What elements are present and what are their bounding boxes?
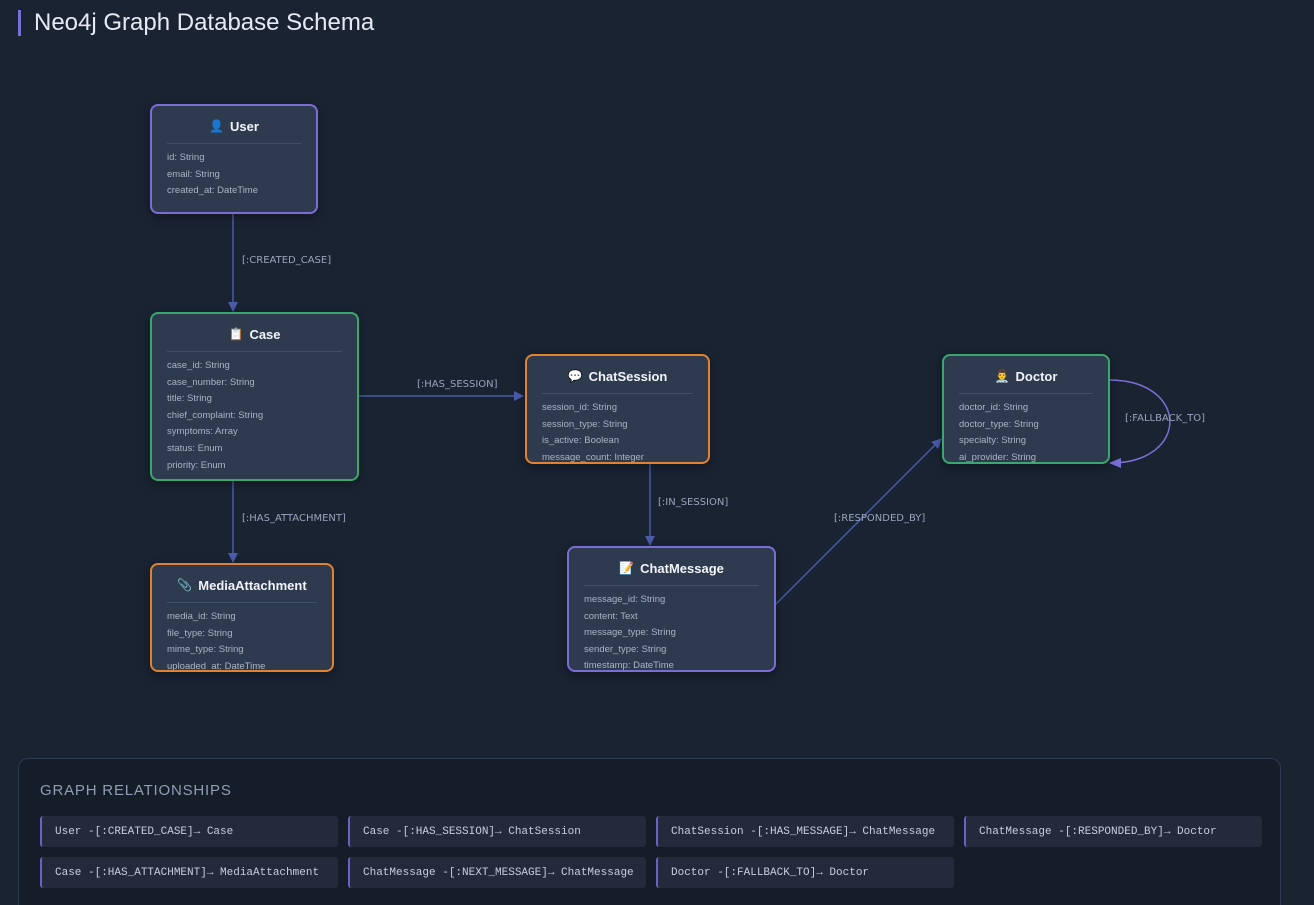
- node-media-props: media_id: String file_type: String mime_…: [167, 609, 317, 672]
- relationship-item: Case -[:HAS_SESSION]→ ChatSession: [348, 816, 646, 847]
- property: timestamp: DateTime: [584, 660, 674, 672]
- property: is_active: Boolean: [542, 435, 620, 447]
- edge-label-has-session: [:HAS_SESSION]: [417, 379, 498, 390]
- relationship-item: Case -[:HAS_ATTACHMENT]→ MediaAttachment: [40, 857, 338, 888]
- node-case-props: case_id: String case_number: String titl…: [167, 358, 342, 474]
- relationships-panel: GRAPH RELATIONSHIPS User -[:CREATED_CASE…: [18, 758, 1281, 905]
- edge-responded-by: [775, 438, 942, 605]
- edge-label-created-case: [:CREATED_CASE]: [242, 255, 331, 266]
- page-title: Neo4j Graph Database Schema: [34, 9, 375, 36]
- property: chief_complaint: String: [167, 409, 264, 421]
- node-chat-message[interactable]: 📝 ChatMessage message_id: String content…: [567, 546, 776, 672]
- node-doctor-props: doctor_id: String doctor_type: String sp…: [959, 400, 1093, 463]
- edges-layer: [:CREATED_CASE] [:HAS_SESSION] [:HAS_ATT…: [228, 214, 1205, 605]
- node-chat-session[interactable]: 💬 ChatSession session_id: String session…: [525, 354, 710, 464]
- node-session-label: ChatSession: [588, 368, 668, 384]
- relationships-grid: User -[:CREATED_CASE]→ Case Case -[:HAS_…: [40, 816, 1262, 888]
- node-media-attachment[interactable]: 📎 MediaAttachment media_id: String file_…: [150, 563, 334, 672]
- property: case_number: String: [167, 376, 255, 388]
- node-case-header: 📋 Case: [167, 324, 342, 352]
- node-user-label: User: [230, 118, 259, 134]
- relationship-item: ChatMessage -[:RESPONDED_BY]→ Doctor: [964, 816, 1262, 847]
- paperclip-icon: 📎: [177, 578, 193, 592]
- property: ai_provider: String: [959, 451, 1037, 463]
- property: symptoms: Array: [167, 426, 238, 438]
- relationship-item: User -[:CREATED_CASE]→ Case: [40, 816, 338, 847]
- node-message-props: message_id: String content: Text message…: [584, 592, 759, 672]
- page-title-bar: Neo4j Graph Database Schema: [18, 9, 375, 36]
- node-doctor-label: Doctor: [1015, 368, 1058, 384]
- property: email: String: [167, 168, 220, 180]
- property: media_id: String: [167, 611, 236, 622]
- property: content: Text: [584, 610, 638, 622]
- property: status: Enum: [167, 442, 223, 454]
- property: doctor_id: String: [959, 402, 1029, 413]
- edge-label-fallback-to: [:FALLBACK_TO]: [1125, 413, 1205, 424]
- node-session-props: session_id: String session_type: String …: [542, 400, 693, 463]
- property: created_at: DateTime: [167, 185, 258, 197]
- property: id: String: [167, 152, 205, 163]
- edge-label-in-session: [:IN_SESSION]: [658, 497, 728, 508]
- property: mime_type: String: [167, 644, 244, 656]
- property: message_id: String: [584, 594, 666, 605]
- doctor-icon: 👨‍⚕️: [994, 369, 1010, 383]
- node-message-label: ChatMessage: [640, 560, 724, 576]
- property: sender_type: String: [584, 643, 667, 655]
- property: title: String: [167, 393, 212, 405]
- node-media-label: MediaAttachment: [198, 577, 307, 593]
- node-doctor[interactable]: 👨‍⚕️ Doctor doctor_id: String doctor_typ…: [942, 354, 1110, 464]
- property: specialty: String: [959, 435, 1027, 447]
- relationship-item: Doctor -[:FALLBACK_TO]→ Doctor: [656, 857, 954, 888]
- property: session_id: String: [542, 402, 617, 413]
- property: case_id: String: [167, 360, 230, 371]
- speech-bubble-icon: 💬: [567, 369, 583, 383]
- edge-fallback-to: [1108, 379, 1171, 468]
- property: priority: Enum: [167, 459, 226, 471]
- node-doctor-header: 👨‍⚕️ Doctor: [959, 366, 1093, 394]
- node-case-label: Case: [249, 326, 281, 342]
- property: message_type: String: [584, 627, 676, 639]
- property: session_type: String: [542, 418, 628, 430]
- clipboard-icon: 📋: [228, 327, 244, 341]
- relationship-item: ChatMessage -[:NEXT_MESSAGE]→ ChatMessag…: [348, 857, 646, 888]
- relationship-item: ChatSession -[:HAS_MESSAGE]→ ChatMessage: [656, 816, 954, 847]
- property: uploaded_at: DateTime: [167, 660, 266, 672]
- node-media-header: 📎 MediaAttachment: [167, 575, 317, 603]
- node-session-header: 💬 ChatSession: [542, 366, 693, 394]
- node-message-header: 📝 ChatMessage: [584, 558, 759, 586]
- user-icon: 👤: [209, 119, 225, 133]
- property: message_count: Integer: [542, 451, 644, 463]
- edge-label-has-attachment: [:HAS_ATTACHMENT]: [242, 513, 346, 524]
- property: file_type: String: [167, 627, 233, 639]
- node-case[interactable]: 📋 Case case_id: String case_number: Stri…: [150, 312, 359, 481]
- property: doctor_type: String: [959, 418, 1039, 430]
- relationships-title: GRAPH RELATIONSHIPS: [40, 782, 232, 799]
- node-user-props: id: String email: String created_at: Dat…: [167, 150, 301, 200]
- memo-icon: 📝: [619, 561, 635, 575]
- edge-label-responded-by: [:RESPONDED_BY]: [834, 513, 925, 524]
- node-user[interactable]: 👤 User id: String email: String created_…: [150, 104, 318, 214]
- node-user-header: 👤 User: [167, 116, 301, 144]
